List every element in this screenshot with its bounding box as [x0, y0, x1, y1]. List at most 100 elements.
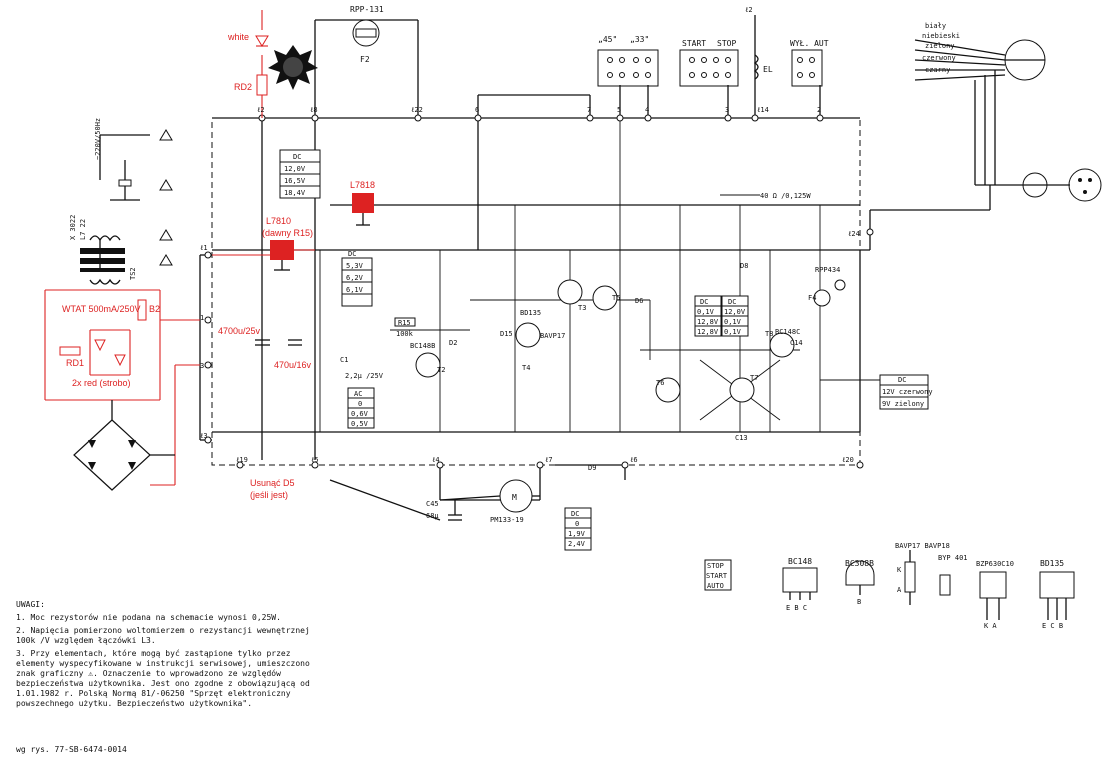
pkg-k: K [897, 566, 902, 574]
bc148c-label: BC148C [775, 328, 800, 336]
transistor-t4-icon [515, 322, 541, 348]
t5-label: T5 [612, 294, 620, 302]
dc3-head: DC [700, 298, 708, 306]
r15-label: R15 [398, 319, 411, 327]
terminal-in-3: 3 [200, 362, 204, 370]
usunac-label: Usunąć D5 [250, 478, 295, 488]
pkg-auto: AUTO [707, 582, 724, 590]
dc5-row: 1,9V [568, 530, 586, 538]
wire-black-label: czarny [925, 66, 950, 74]
l7818-label: L7818 [350, 180, 375, 190]
t7-label: T7 [750, 374, 758, 382]
l7818-regulator [352, 193, 374, 213]
c9-label: 4700u/25v [218, 326, 261, 336]
motor-label: M [512, 493, 517, 502]
dc1-head: DC [293, 153, 301, 161]
terminal-3: 3 [725, 106, 729, 114]
table-dc1 [279, 149, 321, 199]
b2-label: B2 [149, 304, 160, 314]
dc4-head: DC [728, 298, 736, 306]
dc4-row: 12,0V [724, 308, 746, 316]
transistor-t6-icon [655, 377, 681, 403]
pkg-bc148-pins: E B C [786, 604, 807, 612]
d15-label: D15 [500, 330, 513, 338]
terminal-19: ℓ19 [236, 456, 248, 464]
motor-plug-icon [914, 39, 1102, 210]
pkg-start: START [706, 572, 728, 580]
d8-label: D8 [740, 262, 748, 270]
bc148-label: BC148B [410, 342, 435, 350]
f4-label: F4 [808, 294, 816, 302]
l7810-label: L7810 [266, 216, 291, 226]
dc2-row: 5,3V [346, 262, 364, 270]
terminal-7b: ℓ7 [545, 456, 553, 464]
jesli-label: (jeśli jest) [250, 490, 288, 500]
ac1-head: AC [354, 390, 362, 398]
d2-label: D2 [449, 339, 457, 347]
white-label: white [227, 32, 249, 42]
coil-label: EL [763, 65, 773, 74]
table-dc5 [564, 507, 592, 551]
c68-label: 68μ [426, 512, 439, 520]
dc2-row: 6,2V [346, 274, 364, 282]
transistor-t2-icon [415, 352, 441, 378]
switch-auto-label: WYŁ. AUT [790, 39, 829, 48]
c7-label: 470u/16v [274, 360, 312, 370]
transistor-t3-icon [557, 279, 583, 305]
switch-45-label: „45" [598, 35, 617, 44]
c1-value: 2,2μ /25V [345, 372, 384, 380]
dc5-row: 2,4V [568, 540, 586, 548]
c14-label: C14 [790, 339, 803, 347]
switch-auto-off [791, 49, 823, 87]
t3-label: T3 [578, 304, 586, 312]
motor-value: PM133-19 [490, 516, 524, 524]
c1-label: C1 [340, 356, 348, 364]
terminal-22: ℓ22 [411, 106, 423, 114]
r15-value: 100k [396, 330, 414, 338]
notes-block: UWAGI: 1. Moc rezystorów nie podana na s… [16, 600, 316, 712]
pkg-bzp: BZP630C10 [976, 560, 1014, 568]
dc3-row: 12,8V [697, 318, 719, 326]
r40-label: 40 Ω /0,125W [760, 192, 811, 200]
terminal-2: ℓ2 [257, 106, 265, 114]
dc1-row: 16,5V [284, 177, 306, 185]
terminal-4: 4 [645, 106, 649, 114]
transistor-t8-icon [769, 332, 795, 358]
rd1-label: RD1 [66, 358, 84, 368]
dc1-row: 12,0V [284, 165, 306, 173]
mains-label: ~220V/50Hz [94, 118, 102, 160]
coil-icon [753, 54, 759, 80]
f2-label: F2 [360, 55, 370, 64]
switch-start-stop [679, 49, 739, 87]
dc6-row: 9V zielony [882, 400, 924, 408]
strobo-label: 2x red (strobo) [72, 378, 131, 388]
l7810-regulator [270, 240, 294, 260]
dawny-r15-label: (dawny R15) [262, 228, 313, 238]
d6-label: D6 [635, 297, 643, 305]
pkg-bc148: BC148 [788, 557, 812, 566]
table-ac1 [347, 387, 375, 429]
transformer-code: X 3022 [69, 215, 77, 240]
pkg-bd135: BD135 [1040, 559, 1064, 568]
table-dc3 [694, 295, 722, 337]
switch-stop-label: STOP [717, 39, 736, 48]
switch-start-label: START [682, 39, 706, 48]
terminal-20: ℓ20 [842, 456, 854, 464]
terminal-8: ℓ8 [310, 106, 318, 114]
dc3-row: 12,8V [697, 328, 719, 336]
note-2: 2. Napięcia pomierzono woltomierzem o re… [16, 626, 310, 645]
terminal-2b: 2 [817, 106, 821, 114]
terminal-24: ℓ24 [848, 230, 860, 238]
rd2-label: RD2 [234, 82, 252, 92]
bridge-rectifier-icon [73, 400, 175, 491]
dc6-row: 12V czerwony [882, 388, 933, 396]
terminal-6: 6 [475, 106, 479, 114]
lamp-f4-icon [813, 289, 831, 307]
wire-red-label: czerwony [922, 54, 956, 62]
rpp434-label: RPP434 [815, 266, 840, 274]
transformer-type: TS2 [129, 267, 137, 280]
dc4-row: 0,1V [724, 318, 742, 326]
pkg-bc308: BC308B [845, 559, 874, 568]
pkg-bc308-pin: B [857, 598, 861, 606]
